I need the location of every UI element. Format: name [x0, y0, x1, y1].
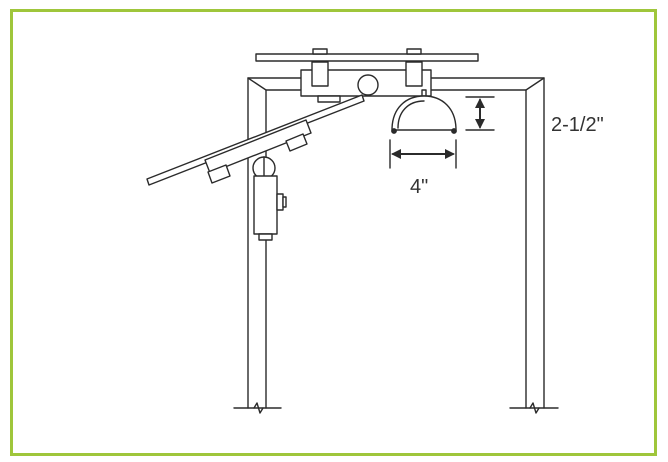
- tilted-plate: [146, 94, 365, 186]
- height-dimension: [465, 96, 495, 131]
- width-dimension: [389, 139, 457, 169]
- width-dimension-label: 4": [410, 176, 428, 198]
- top-clamp: [300, 61, 432, 103]
- dome-lamp: [391, 89, 457, 134]
- support-post: [253, 175, 287, 241]
- height-dimension-label: 2-1/2": [551, 114, 604, 136]
- break-mark-right: [509, 402, 559, 414]
- break-mark-left: [233, 402, 282, 414]
- top-platform: [255, 48, 479, 62]
